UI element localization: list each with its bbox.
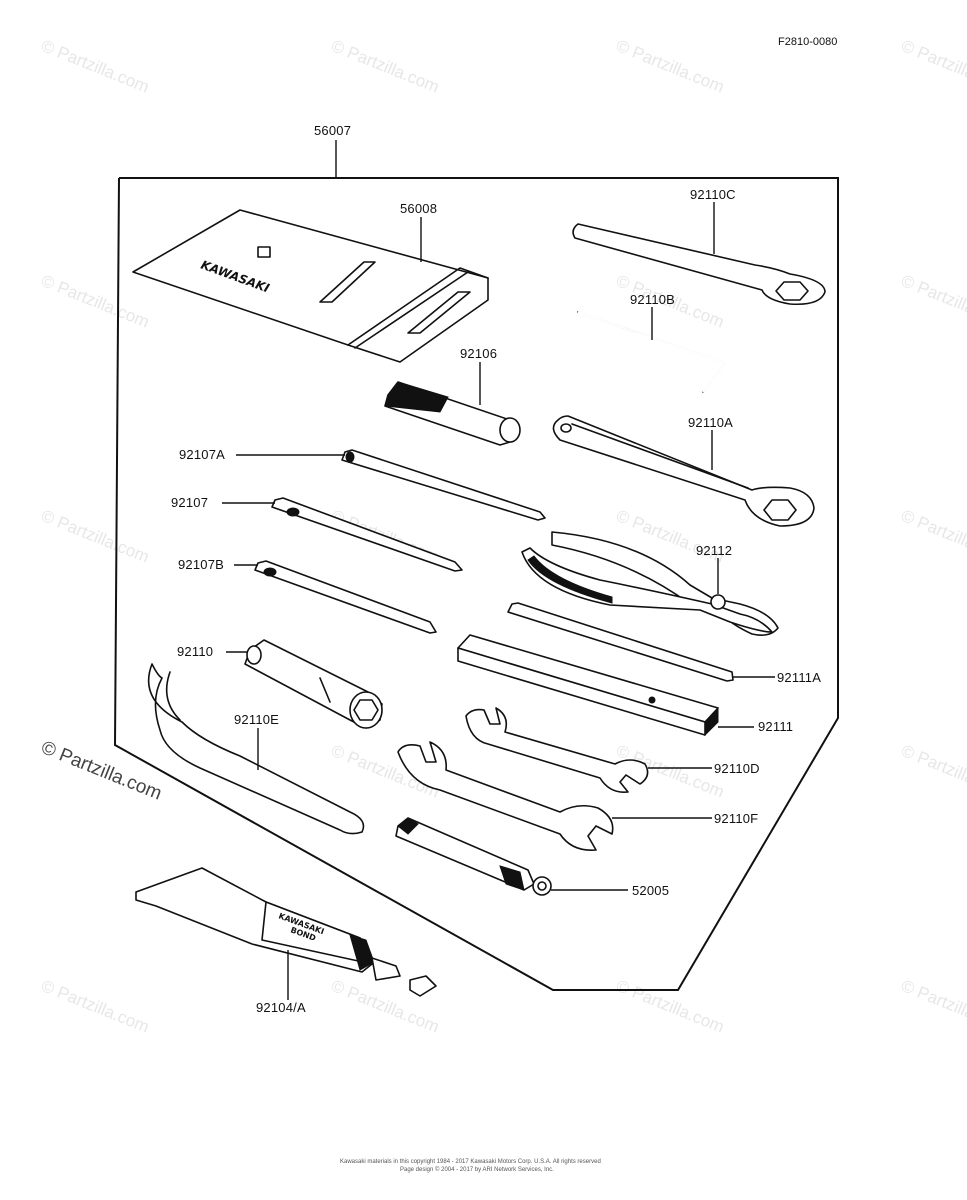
bond-tube-92104A: KAWASAKI BOND 92104/A: [135, 867, 437, 1015]
wrench-92110C: 92110C: [572, 187, 826, 306]
label-92107: 92107: [171, 495, 208, 510]
figure-ref-code: F2810-0080: [778, 36, 837, 48]
label-56008: 56008: [400, 201, 437, 216]
label-92110B: 92110B: [630, 292, 675, 307]
kit-frame: 56007: [113, 123, 839, 991]
hex-key-92110B: 92110B: [577, 292, 726, 393]
watermark: © Partzilla.com: [899, 36, 967, 97]
screwdriver-92107: 92107: [171, 495, 463, 572]
watermark: © Partzilla.com: [39, 271, 152, 332]
watermark: © Partzilla.com: [614, 976, 727, 1037]
label-92111: 92111: [758, 719, 793, 734]
label-92110: 92110: [177, 644, 213, 659]
wrench-92110F: 92110F: [397, 741, 758, 851]
label-92110F: 92110F: [714, 811, 758, 826]
label-92104A: 92104/A: [256, 1000, 306, 1015]
tool-52005: 52005: [395, 817, 669, 898]
watermark: © Partzilla.com: [899, 506, 967, 567]
watermark: © Partzilla.com: [39, 506, 152, 567]
label-52005: 52005: [632, 883, 669, 898]
label-92111A: 92111A: [777, 670, 821, 685]
label-92110C: 92110C: [690, 187, 736, 202]
bar-92111A: 92111A: [507, 602, 821, 685]
watermark: © Partzilla.com: [39, 976, 152, 1037]
label-56007: 56007: [314, 123, 351, 138]
label-92112: 92112: [696, 543, 732, 558]
footer-copyright: Kawasaki materials in this copyright 198…: [340, 1159, 601, 1165]
watermark: © Partzilla.com: [329, 36, 442, 97]
footer-design-credit: Page design © 2004 - 2017 by ARI Network…: [400, 1166, 554, 1173]
bar-92111: 92111: [457, 634, 793, 737]
brand-watermark: © Partzilla.com: [38, 737, 165, 804]
watermark: © Partzilla.com: [39, 36, 152, 97]
wrench-92110A: 92110A: [552, 415, 815, 527]
label-92107B: 92107B: [178, 557, 224, 572]
tool-pouch-56008: KAWASAKI 56008: [132, 201, 489, 363]
watermark: © Partzilla.com: [899, 741, 967, 802]
watermark: © Partzilla.com: [614, 36, 727, 97]
label-92110A: 92110A: [688, 415, 733, 430]
socket-92110: 92110: [177, 639, 383, 729]
pliers-92112: 92112: [521, 531, 779, 636]
label-92110D: 92110D: [714, 761, 760, 776]
watermark: © Partzilla.com: [899, 976, 967, 1037]
wrench-92110D: 92110D: [465, 707, 760, 794]
screwdriver-92107A: 92107A: [179, 447, 546, 521]
handle-92106: 92106: [384, 346, 521, 446]
label-92106: 92106: [460, 346, 497, 361]
watermark: © Partzilla.com: [899, 271, 967, 332]
spanner-92110E: 92110E: [147, 663, 365, 835]
screwdriver-92107B: 92107B: [178, 557, 437, 634]
label-92110E: 92110E: [234, 712, 279, 727]
label-92107A: 92107A: [179, 447, 225, 462]
